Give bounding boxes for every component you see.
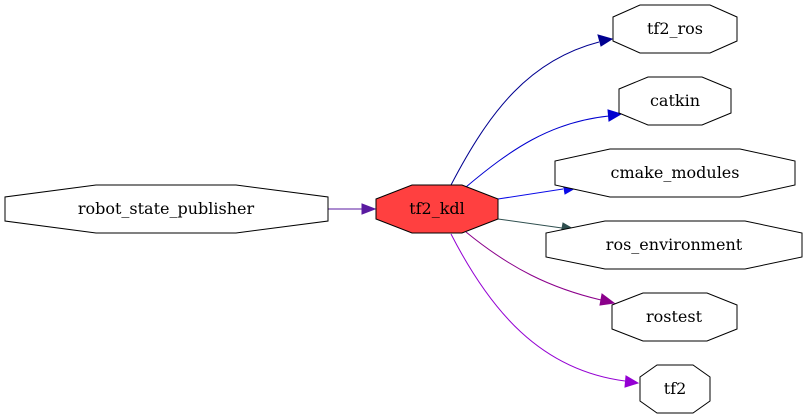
node-robot_state_publisher[interactable]: robot_state_publisher bbox=[4, 184, 329, 234]
node-cmake_modules[interactable]: cmake_modules bbox=[554, 148, 796, 198]
edge-tf2_kdl-tf2_ros bbox=[450, 34, 614, 186]
node-catkin[interactable]: catkin bbox=[618, 76, 732, 126]
node-tf2_kdl[interactable]: tf2_kdl bbox=[375, 184, 499, 234]
edge-tf2_kdl-catkin bbox=[465, 109, 623, 188]
node-label: tf2_kdl bbox=[409, 199, 465, 218]
edge-robot_state_publisher-tf2_kdl bbox=[328, 203, 377, 215]
node-label: catkin bbox=[650, 91, 700, 110]
node-ros_environment[interactable]: ros_environment bbox=[545, 220, 803, 270]
node-label: cmake_modules bbox=[611, 163, 740, 182]
node-tf2[interactable]: tf2 bbox=[639, 364, 711, 414]
node-label: tf2_ros bbox=[647, 19, 703, 38]
node-label: rostest bbox=[646, 307, 703, 326]
node-label: tf2 bbox=[664, 379, 687, 398]
edge-tf2_kdl-tf2 bbox=[450, 233, 640, 388]
edge-tf2_kdl-rostest bbox=[465, 231, 616, 306]
node-label: ros_environment bbox=[606, 235, 743, 254]
node-tf2_ros[interactable]: tf2_ros bbox=[612, 4, 738, 54]
node-rostest[interactable]: rostest bbox=[611, 292, 738, 342]
node-label: robot_state_publisher bbox=[78, 199, 255, 218]
